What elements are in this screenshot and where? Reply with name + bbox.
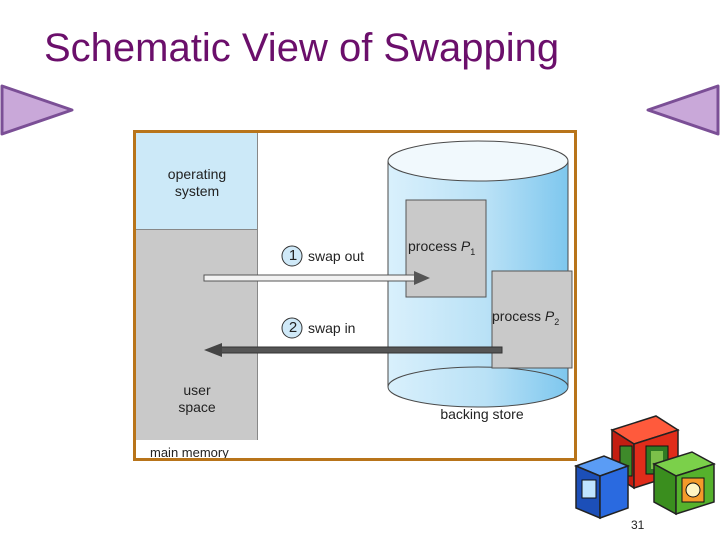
process-p2-word: process [492,308,542,324]
step2-circle [281,317,303,339]
previous-slide-arrow-icon[interactable] [0,82,76,138]
os-label-line2: system [174,183,220,199]
process-p1-word: process [408,238,458,254]
process-p1-label: process P1 [408,238,475,261]
process-p1-symbol: P [460,238,471,254]
step1-number: 1 [288,247,298,264]
page-number: 31 [631,518,645,532]
step2-number: 2 [288,319,298,336]
step2-label: swap in [308,320,356,336]
slide-title: Schematic View of Swapping [44,26,560,70]
main-memory-label: main memory [150,445,229,460]
step1-circle [281,245,303,267]
process-p2-symbol: P [544,308,555,324]
user-label-line2: space [178,399,216,415]
step1-label: swap out [308,248,365,264]
process-p1-subscript: 1 [470,246,476,257]
process-p2-block [491,270,573,369]
process-p2-label: process P2 [492,308,559,331]
user-label-line1: user [183,382,211,398]
computer-blocks-clipart-icon [573,415,716,520]
backing-store-label: backing store [440,406,524,422]
swap-in-arrow [204,343,503,357]
user-space-label: user space [150,382,244,416]
user-space-region [136,230,258,440]
swap-out-arrow [203,271,430,285]
diagram-graphics [203,140,573,408]
os-label: operating system [150,166,244,200]
next-slide-arrow-icon[interactable] [642,82,720,138]
operating-system-region [136,133,258,230]
process-p2-subscript: 2 [554,316,560,327]
swapping-diagram: operating system user space main memory … [133,130,577,461]
os-label-line1: operating [167,166,227,182]
